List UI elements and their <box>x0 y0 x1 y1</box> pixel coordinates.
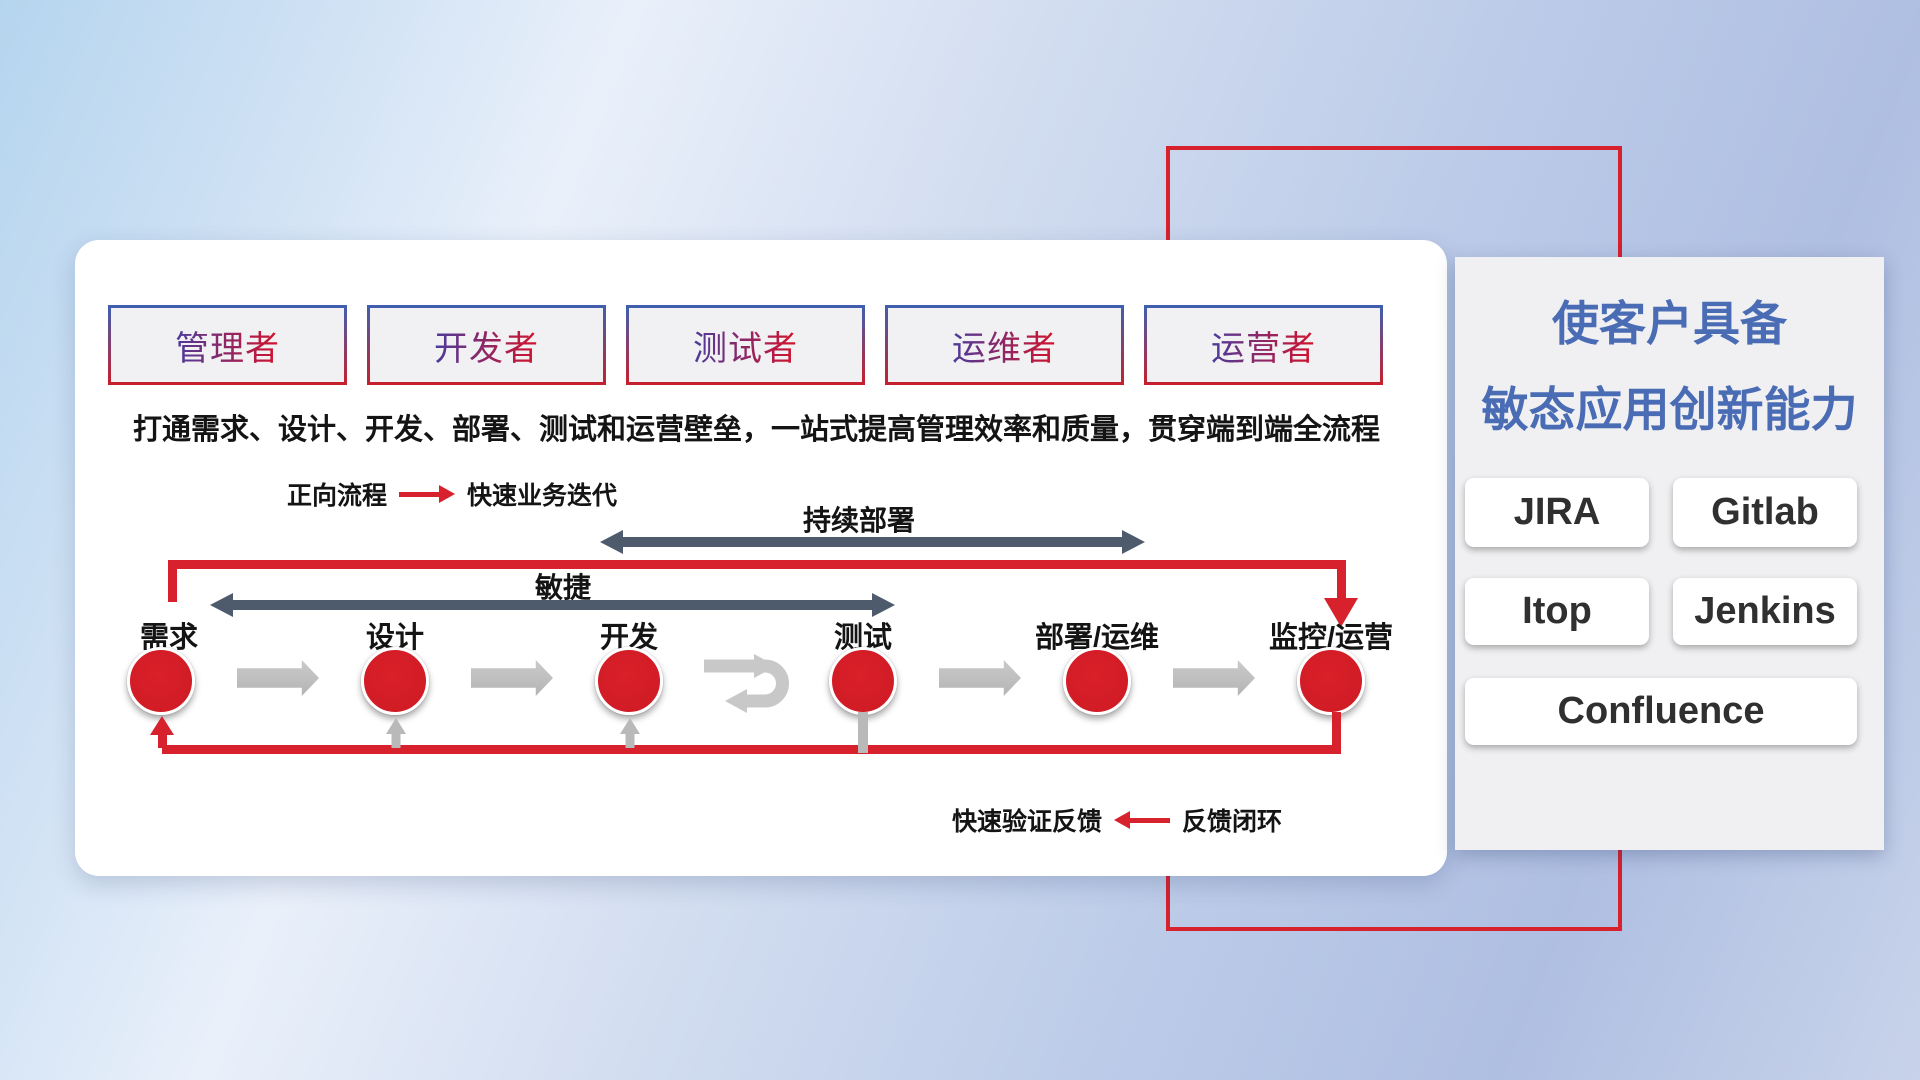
role-label: 开发者 <box>434 321 539 370</box>
stage-circle-monitor-op <box>1297 647 1365 715</box>
headline-text: 打通需求、设计、开发、部署、测试和运营壁垒，一站式提高管理效率和质量，贯穿端到端… <box>133 414 1381 446</box>
legend-forward: 正向流程 快速业务迭代 <box>287 476 617 512</box>
tool-button-gitlab: Gitlab <box>1673 478 1857 547</box>
agile-arrow <box>210 593 895 617</box>
agile-label: 敏捷 <box>534 572 592 603</box>
role-label: 运维者 <box>952 321 1057 370</box>
stage-circle-requirement <box>127 647 195 715</box>
role-label: 运营者 <box>1211 321 1316 370</box>
capability-title-line2: 敏态应用创新能力 <box>1481 383 1858 436</box>
tool-button-jira: JIRA <box>1465 478 1649 547</box>
stage-circle-test <box>829 647 897 715</box>
legend-forward-desc: 快速业务迭代 <box>467 482 618 510</box>
stage-circle-deploy-ops <box>1063 647 1131 715</box>
tool-button-jenkins: Jenkins <box>1673 578 1857 645</box>
capability-title-line1: 使客户具备 <box>1552 297 1787 350</box>
role-box-tester: 测试者 <box>626 305 865 385</box>
feedback-loop-left-stub <box>168 560 177 602</box>
develop-up-arrow <box>620 718 640 748</box>
role-box-operator: 运营者 <box>1144 305 1383 385</box>
stage-circle-design <box>361 647 429 715</box>
role-label: 测试者 <box>693 321 798 370</box>
flow-arrow-4 <box>939 660 1021 696</box>
capability-panel: 使客户具备 敏态应用创新能力 JIRA Gitlab Itop Jenkins … <box>1455 257 1884 850</box>
role-label: 管理者 <box>175 321 280 370</box>
feedback-loop-right-vert <box>1337 560 1346 600</box>
test-down-connector <box>858 712 868 753</box>
flow-arrow-5 <box>1173 660 1255 696</box>
iteration-loop-arrow <box>704 654 789 713</box>
feedback-arrow-icon <box>1114 811 1171 829</box>
legend-feedback: 快速验证反馈 反馈闭环 <box>952 802 1282 838</box>
continuous-deploy-label: 持续部署 <box>802 505 916 536</box>
legend-feedback-desc: 快速验证反馈 <box>952 808 1103 836</box>
tool-button-confluence: Confluence <box>1465 678 1857 745</box>
feedback-loop-bottom-right-vert <box>1332 712 1341 750</box>
continuous-deploy-arrow <box>600 530 1145 554</box>
feedback-up-arrowhead <box>150 716 174 735</box>
flow-arrow-1 <box>237 660 319 696</box>
legend-feedback-label: 反馈闭环 <box>1182 808 1283 836</box>
forward-arrow-icon <box>399 485 456 503</box>
role-box-manager: 管理者 <box>108 305 347 385</box>
role-box-ops: 运维者 <box>885 305 1124 385</box>
legend-forward-label: 正向流程 <box>287 482 388 510</box>
design-up-arrow <box>386 718 406 748</box>
tool-button-itop: Itop <box>1465 578 1649 645</box>
stage-circle-develop <box>595 647 663 715</box>
flow-arrow-2 <box>471 660 553 696</box>
feedback-loop-bottom-line <box>162 745 1341 754</box>
role-box-developer: 开发者 <box>367 305 606 385</box>
devops-flow-panel: 管理者 开发者 测试者 运维者 运营者 打通需求、设计、开发、部署、测试和运营壁… <box>75 240 1447 876</box>
feedback-up-arrow-shaft <box>158 734 167 748</box>
feedback-loop-down-arrowhead <box>1324 598 1358 627</box>
feedback-loop-top-line <box>168 560 1346 569</box>
